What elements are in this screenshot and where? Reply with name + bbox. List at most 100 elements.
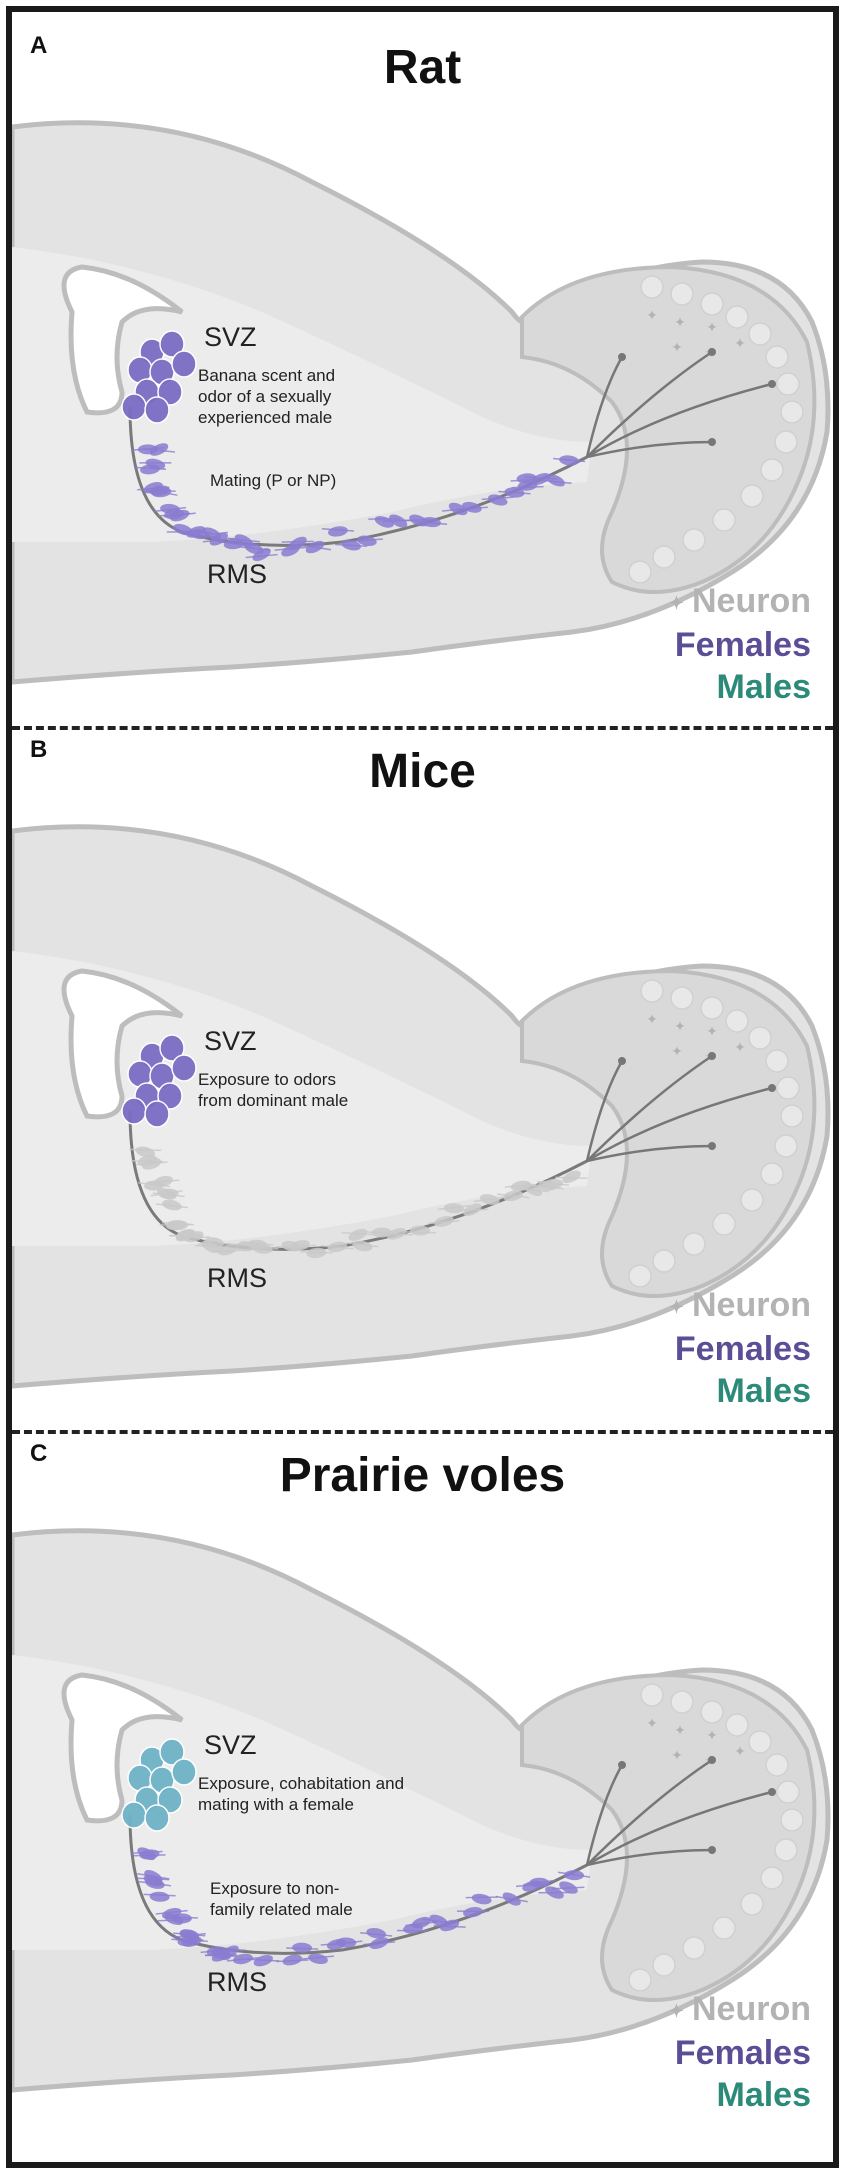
rms-neuroblast: [290, 1240, 310, 1251]
glomerulus: [748, 1026, 772, 1050]
neuroblast-process: [211, 1249, 244, 1253]
neuroblast-process: [498, 490, 531, 495]
neuroblast-process: [301, 1955, 335, 1960]
neuroblast-process: [539, 479, 572, 485]
svz-cell: [171, 350, 197, 378]
glomerulus: [765, 1049, 789, 1073]
glomerulus: [670, 282, 694, 306]
neuroblast-process: [360, 1931, 393, 1937]
rms-neuroblast: [145, 458, 166, 470]
panel-letter: B: [30, 736, 48, 763]
neuroblast-process: [286, 1947, 319, 1950]
rms-neuroblast: [546, 474, 565, 487]
figure-frame: ✦✦✦✦✦✦ A Rat SVZ Banana scent and odor o…: [6, 6, 839, 2168]
rms-label: RMS: [207, 1967, 267, 1997]
neuron-icon: ✦: [668, 2001, 684, 2022]
glomerulus: [652, 1953, 676, 1977]
rms-neuroblast: [421, 516, 441, 528]
migration-arrow: [586, 1790, 773, 1867]
legend-males: Males: [716, 668, 812, 707]
olfactory-bulb: [520, 968, 817, 1298]
neuroblast-process: [246, 1248, 279, 1251]
legend-males: Males: [716, 2076, 812, 2115]
neuroblast-process: [155, 1203, 188, 1209]
migration-arrow: [586, 1086, 773, 1163]
neuroblast-process: [300, 1251, 333, 1254]
migration-arrow: [586, 382, 773, 459]
panel-divider: [12, 1430, 833, 1434]
rms-label: RMS: [207, 559, 267, 589]
brain-diagram-mice: ✦✦✦✦✦✦: [12, 824, 831, 1389]
lateral-ventricle: [61, 968, 184, 1120]
panel-title: Mice: [369, 745, 476, 798]
neuron-marker: ✦: [734, 336, 746, 352]
svz-stimulus-line-2: from dominant male: [198, 1091, 349, 1110]
neuroblast-process: [281, 540, 314, 543]
neuroblast-process: [555, 1176, 588, 1180]
glomerulus: [682, 1232, 706, 1256]
glomerulus: [740, 484, 764, 508]
neuroblast-process: [523, 1879, 556, 1886]
legend-neuron: Neuron: [692, 582, 811, 620]
svz-label: SVZ: [204, 1026, 257, 1056]
svz-stimulus-line-3: experienced male: [198, 408, 333, 427]
neuroblast-process: [495, 1895, 528, 1903]
neuroblast-process: [321, 528, 354, 532]
rms-neuroblast: [348, 1228, 368, 1241]
glomerulus: [765, 1753, 789, 1777]
legend: ✦Neuron Females Males: [669, 1284, 811, 1412]
glomerulus: [670, 1690, 694, 1714]
rms-neuroblast: [471, 1893, 492, 1905]
legend: ✦Neuron Females Males: [669, 580, 811, 708]
neuroblast-process: [437, 1204, 470, 1211]
neuron-marker: ✦: [646, 308, 658, 324]
neuroblast-process: [283, 1244, 316, 1249]
neuron-marker: ✦: [671, 340, 683, 356]
svz-cell: [144, 1804, 170, 1832]
arrow-head: [708, 438, 716, 446]
olfactory-bulb: [520, 1672, 817, 2002]
neuroblast-process: [129, 1148, 162, 1152]
glomerulus: [740, 1892, 764, 1916]
neuroblast-process: [175, 1939, 208, 1943]
neuron-marker: ✦: [646, 1716, 658, 1732]
neuroblast-process: [511, 485, 544, 489]
neuroblast-process: [473, 1196, 506, 1203]
rms-neuroblast: [144, 1180, 165, 1191]
rms-neuroblast: [366, 1927, 387, 1939]
glomerulus: [682, 1936, 706, 1960]
neuroblast-process: [346, 1242, 379, 1248]
neuroblast-process: [414, 521, 448, 525]
panel-divider: [12, 726, 833, 730]
neuron-marker: ✦: [706, 1024, 718, 1040]
rms-neuroblast: [171, 1913, 192, 1924]
glomerulus: [628, 1264, 652, 1288]
rms-neuroblast: [463, 1906, 483, 1918]
neuroblast-process: [330, 1940, 363, 1946]
neuroblast-process: [177, 1236, 210, 1240]
migration-arrow: [585, 356, 624, 458]
neuron-marker: ✦: [734, 1744, 746, 1760]
neuron-icon: ✦: [668, 1297, 684, 1318]
rms-neuroblast: [462, 501, 482, 513]
glomerulus: [725, 1713, 749, 1737]
rms-neuroblast: [282, 1954, 303, 1966]
svz-cell: [121, 393, 147, 421]
neuroblast-process: [163, 512, 196, 518]
glomerulus: [640, 275, 664, 299]
arrow-head: [768, 1788, 776, 1796]
neuron-marker: ✦: [674, 315, 686, 331]
panel-mice: ✦✦✦✦✦✦ B Mice SVZ Exposure to odors from…: [12, 716, 833, 1416]
rms-stimulus-line-1: Exposure to non-: [210, 1879, 340, 1898]
panel-letter: C: [30, 1440, 48, 1467]
neuron-marker: ✦: [671, 1044, 683, 1060]
lateral-ventricle: [61, 264, 184, 416]
neuroblast-process: [341, 1231, 374, 1236]
panel-title: Prairie voles: [279, 1449, 566, 1502]
svz-label: SVZ: [204, 1730, 257, 1760]
glomerulus: [725, 305, 749, 329]
rms-stimulus-line-1: Mating (P or NP): [210, 471, 337, 490]
white-matter-band: [12, 951, 592, 1246]
panel-prairie-voles: ✦✦✦✦✦✦ C Prairie voles SVZ Exposure, coh…: [12, 1420, 833, 2120]
rms-neuroblast: [440, 1919, 460, 1932]
